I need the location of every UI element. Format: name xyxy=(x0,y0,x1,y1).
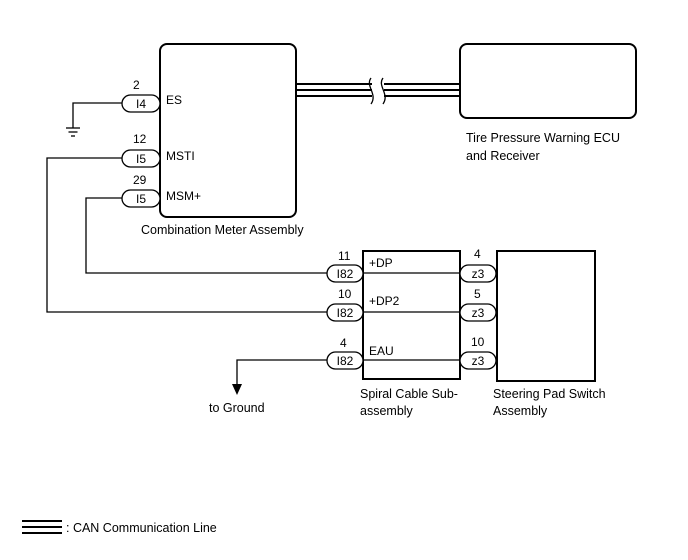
steering-pad-label-line1: Steering Pad Switch xyxy=(493,387,606,401)
combination-meter-label: Combination Meter Assembly xyxy=(141,223,304,237)
combination-meter-box xyxy=(159,43,297,218)
spiral-connector-dp xyxy=(326,264,364,283)
spiral-pin-eau: 4 xyxy=(340,336,347,350)
meter-connector-msti-label: I5 xyxy=(136,152,146,166)
legend-label: : CAN Communication Line xyxy=(66,521,217,535)
steering-pad-label-line2: Assembly xyxy=(493,404,548,418)
ground-arrow-icon xyxy=(232,384,242,395)
spiral-cable-internal-lines xyxy=(363,272,460,361)
steering-pad-box xyxy=(496,250,596,382)
meter-pin-msti: 12 xyxy=(133,132,147,146)
wire-msti-dp2 xyxy=(46,157,327,313)
es-ground-wire xyxy=(72,102,122,128)
wire-msm-dp xyxy=(85,197,327,274)
tpw-ecu-box xyxy=(459,43,637,119)
eau-ground-wire xyxy=(236,359,327,386)
spiral-connector-dp2-label: I82 xyxy=(337,306,354,320)
spiral-cable-label-line1: Spiral Cable Sub- xyxy=(360,387,458,401)
spiral-right-pin-2: 5 xyxy=(474,287,481,301)
spiral-right-connector-1-label: z3 xyxy=(472,267,485,281)
meter-connector-msm-label: I5 xyxy=(136,192,146,206)
tpw-ecu-label-line1: Tire Pressure Warning ECU xyxy=(466,131,620,145)
tpw-ecu-label-line2: and Receiver xyxy=(466,149,540,163)
spiral-right-pin-1: 4 xyxy=(474,247,481,261)
spiral-connector-eau-label: I82 xyxy=(337,354,354,368)
spiral-signal-dp2: +DP2 xyxy=(369,294,400,308)
spiral-connector-dp2 xyxy=(326,303,364,322)
can-line xyxy=(296,83,460,97)
meter-signal-msti: MSTI xyxy=(166,149,195,163)
spiral-right-connector-3-label: z3 xyxy=(472,354,485,368)
ground-label: to Ground xyxy=(209,401,265,415)
meter-signal-es: ES xyxy=(166,93,182,107)
spiral-signal-eau: EAU xyxy=(369,344,394,358)
spiral-signal-dp: +DP xyxy=(369,256,393,270)
spiral-cable-label-line2: assembly xyxy=(360,404,414,418)
spiral-pin-dp: 11 xyxy=(338,249,351,263)
spiral-right-connector-2-label: z3 xyxy=(472,306,485,320)
meter-pin-msm: 29 xyxy=(133,173,147,187)
legend-can-line-icon xyxy=(22,520,62,534)
can-line-break xyxy=(368,77,386,105)
spiral-connector-dp-label: I82 xyxy=(337,267,354,281)
meter-signal-msm: MSM+ xyxy=(166,189,201,203)
spiral-pin-dp2: 10 xyxy=(338,287,352,301)
meter-pin-es: 2 xyxy=(133,78,140,92)
meter-connector-es-label: I4 xyxy=(136,97,146,111)
ground-symbol-icon xyxy=(66,127,80,137)
spiral-right-pin-3: 10 xyxy=(471,335,485,349)
